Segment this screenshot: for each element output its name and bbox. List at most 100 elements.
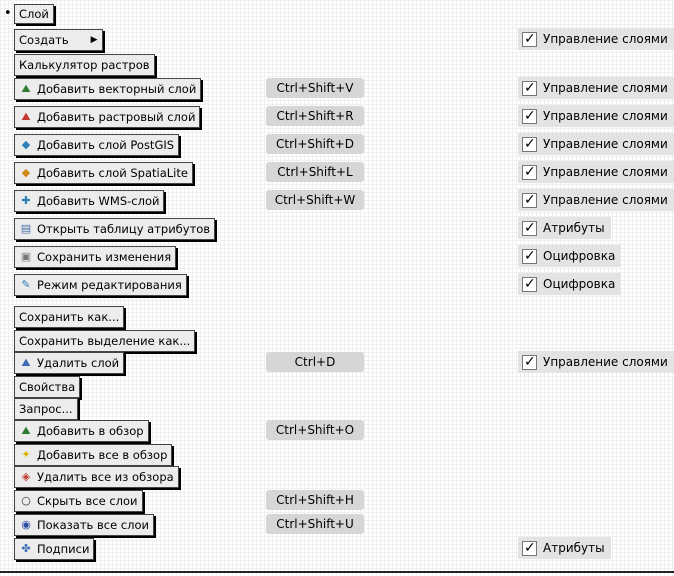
add-all-to-overview-icon: ✦ xyxy=(21,448,31,461)
menu-item-label: Добавить WMS-слой xyxy=(37,194,160,208)
checkmark-icon xyxy=(522,133,537,155)
toolbar-group-checkbox[interactable]: Управление слоями xyxy=(518,351,674,373)
menu-item-label: Сохранить как... xyxy=(19,310,120,324)
shortcut-field[interactable]: Ctrl+D xyxy=(266,352,364,372)
remove-layer-icon: ⛰ xyxy=(21,356,31,369)
toolbar-group-label: Управление слоями xyxy=(543,137,668,151)
toggle-editing-icon: ✎ xyxy=(21,278,31,291)
bottom-divider xyxy=(0,571,674,573)
menu-item[interactable]: ⛰ Добавить векторный слой xyxy=(14,78,202,100)
attribute-table-icon: ▤ xyxy=(20,222,32,235)
shortcut-field[interactable]: Ctrl+Shift+R xyxy=(266,106,364,126)
menu-item-label: Удалить все из обзора xyxy=(37,470,174,484)
menu-item-label: Показать все слои xyxy=(37,518,149,532)
remove-all-from-overview-icon: ◈ xyxy=(21,470,31,483)
toolbar-group-checkbox[interactable]: Оцифровка xyxy=(518,273,622,295)
menu-item[interactable]: ◉ Показать все слои xyxy=(14,514,154,536)
checkmark-icon xyxy=(522,28,537,50)
checkmark-icon xyxy=(522,77,537,99)
menu-item-label: Сохранить изменения xyxy=(37,250,172,264)
menu-item[interactable]: ✦Добавить все в обзор xyxy=(14,444,173,466)
shortcut-field[interactable]: Ctrl+Shift+D xyxy=(266,134,364,154)
checkmark-icon xyxy=(522,105,537,127)
toolbar-group-checkbox[interactable]: Управление слоями xyxy=(518,77,674,99)
toolbar-group-label: Управление слоями xyxy=(543,81,668,95)
toolbar-group-checkbox[interactable]: Атрибуты xyxy=(518,537,611,559)
menu-item[interactable]: ⛰Добавить в обзор xyxy=(14,420,149,442)
menu-item-label: Создать xyxy=(19,33,69,47)
hide-all-layers-icon: ○ xyxy=(21,494,31,507)
tree-bullet: • xyxy=(4,6,12,21)
toolbar-group-label: Атрибуты xyxy=(543,221,605,235)
menu-item-label: Режим редактирования xyxy=(37,278,182,292)
toolbar-group-checkbox[interactable]: Оцифровка xyxy=(518,245,622,267)
shortcut-field[interactable]: Ctrl+Shift+U xyxy=(266,514,364,534)
menu-item[interactable]: ⛰ Удалить слой xyxy=(14,352,125,374)
checkmark-icon xyxy=(522,245,537,267)
menu-item[interactable]: ✚ Добавить WMS-слой xyxy=(14,190,165,212)
add-wms-layer-icon: ✚ xyxy=(21,194,31,207)
checkmark-icon xyxy=(522,273,537,295)
toolbar-group-checkbox[interactable]: Управление слоями xyxy=(518,189,674,211)
shortcut-field[interactable]: Ctrl+Shift+H xyxy=(266,490,364,510)
menu-item-label: Открыть таблицу атрибутов xyxy=(37,222,211,236)
toolbar-group-label: Оцифровка xyxy=(543,249,616,263)
menu-item-label: Добавить векторный слой xyxy=(37,82,197,96)
menu-item[interactable]: Калькулятор растров xyxy=(14,54,155,76)
menu-item-label: Добавить в обзор xyxy=(37,424,144,438)
menu-item-label: Добавить слой PostGIS xyxy=(37,138,175,152)
toolbar-group-checkbox[interactable]: Управление слоями xyxy=(518,28,674,50)
menu-item-label: Свойства xyxy=(19,380,76,394)
add-vector-layer-icon: ⛰ xyxy=(21,82,31,95)
layer-menu-root[interactable]: Слой xyxy=(14,4,54,24)
checkmark-icon xyxy=(522,161,537,183)
menu-item-label: Удалить слой xyxy=(37,356,120,370)
checkmark-icon xyxy=(522,537,537,559)
menu-item-label: Сохранить выделение как... xyxy=(19,334,191,348)
toolbar-group-label: Управление слоями xyxy=(543,165,668,179)
menu-item-label: Скрыть все слои xyxy=(37,494,138,508)
checkmark-icon xyxy=(522,217,537,239)
menu-item[interactable]: Сохранить выделение как... xyxy=(14,330,196,352)
add-postgis-layer-icon: ◆ xyxy=(21,138,31,151)
menu-item[interactable]: ◈ Удалить все из обзора xyxy=(14,466,179,488)
toolbar-group-label: Управление слоями xyxy=(543,32,668,46)
checkmark-icon xyxy=(522,189,537,211)
menu-item-label: Добавить слой SpatiaLite xyxy=(37,166,188,180)
menu-item[interactable]: ▣ Сохранить изменения xyxy=(14,246,177,268)
shortcut-field[interactable]: Ctrl+Shift+O xyxy=(266,420,364,440)
toolbar-group-checkbox[interactable]: Управление слоями xyxy=(518,161,674,183)
shortcut-field[interactable]: Ctrl+Shift+W xyxy=(266,190,364,210)
toolbar-group-label: Атрибуты xyxy=(543,541,605,555)
menu-item-label: Подписи xyxy=(37,542,90,556)
show-all-layers-icon: ◉ xyxy=(21,518,31,531)
toolbar-group-label: Управление слоями xyxy=(543,355,668,369)
toolbar-group-checkbox[interactable]: Управление слоями xyxy=(518,133,674,155)
menu-item[interactable]: Создать ▶ xyxy=(14,29,103,51)
toolbar-group-checkbox[interactable]: Атрибуты xyxy=(518,217,611,239)
submenu-arrow-icon: ▶ xyxy=(90,35,98,45)
menu-item[interactable]: Сохранить как... xyxy=(14,306,125,328)
shortcut-field[interactable]: Ctrl+Shift+L xyxy=(266,162,364,182)
save-edits-icon: ▣ xyxy=(20,250,32,263)
labeling-icon: ✤ xyxy=(21,542,31,555)
toolbar-group-label: Оцифровка xyxy=(543,277,616,291)
checkmark-icon xyxy=(522,351,537,373)
menu-item[interactable]: ◆ Добавить слой PostGIS xyxy=(14,134,180,156)
add-spatialite-layer-icon: ◆ xyxy=(21,166,31,179)
toolbar-group-label: Управление слоями xyxy=(543,193,668,207)
menu-item[interactable]: ○ Скрыть все слои xyxy=(14,490,143,512)
toolbar-group-label: Управление слоями xyxy=(543,109,668,123)
menu-item-label: Калькулятор растров xyxy=(19,58,150,72)
menu-item[interactable]: ▤ Открыть таблицу атрибутов xyxy=(14,218,216,240)
menu-item-label: Запрос... xyxy=(19,402,73,416)
menu-item[interactable]: Запрос... xyxy=(14,398,78,420)
menu-item[interactable]: ✎ Режим редактирования xyxy=(14,274,187,296)
menu-item[interactable]: ⛰Добавить растровый слой xyxy=(14,106,201,128)
menu-item[interactable]: ◆ Добавить слой SpatiaLite xyxy=(14,162,193,184)
shortcut-field[interactable]: Ctrl+Shift+V xyxy=(266,78,364,98)
menu-item[interactable]: ✤ Подписи xyxy=(14,538,95,560)
toolbar-group-checkbox[interactable]: Управление слоями xyxy=(518,105,674,127)
menu-item[interactable]: Свойства xyxy=(14,376,81,398)
add-raster-layer-icon: ⛰ xyxy=(21,110,31,123)
